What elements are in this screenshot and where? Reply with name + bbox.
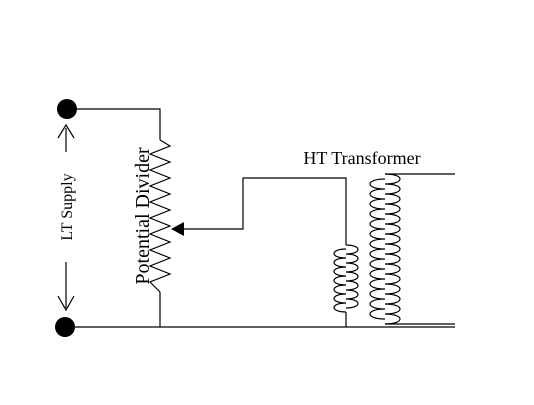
top-terminal: [57, 99, 77, 119]
bottom-terminal: [55, 317, 75, 337]
potential-divider-resistor: [148, 139, 172, 293]
wiper-wire: [184, 177, 347, 245]
wiper-arrow-icon: [171, 222, 184, 236]
top-wire: [77, 108, 161, 140]
secondary-coil: [369, 173, 455, 325]
potential-divider-label: Potential Divider: [132, 147, 154, 285]
ht-transformer-label: HT Transformer: [303, 148, 420, 168]
primary-coil: [333, 244, 359, 327]
lt-supply-arrow: [57, 123, 75, 312]
lt-supply-label: LT Supply: [59, 173, 76, 240]
